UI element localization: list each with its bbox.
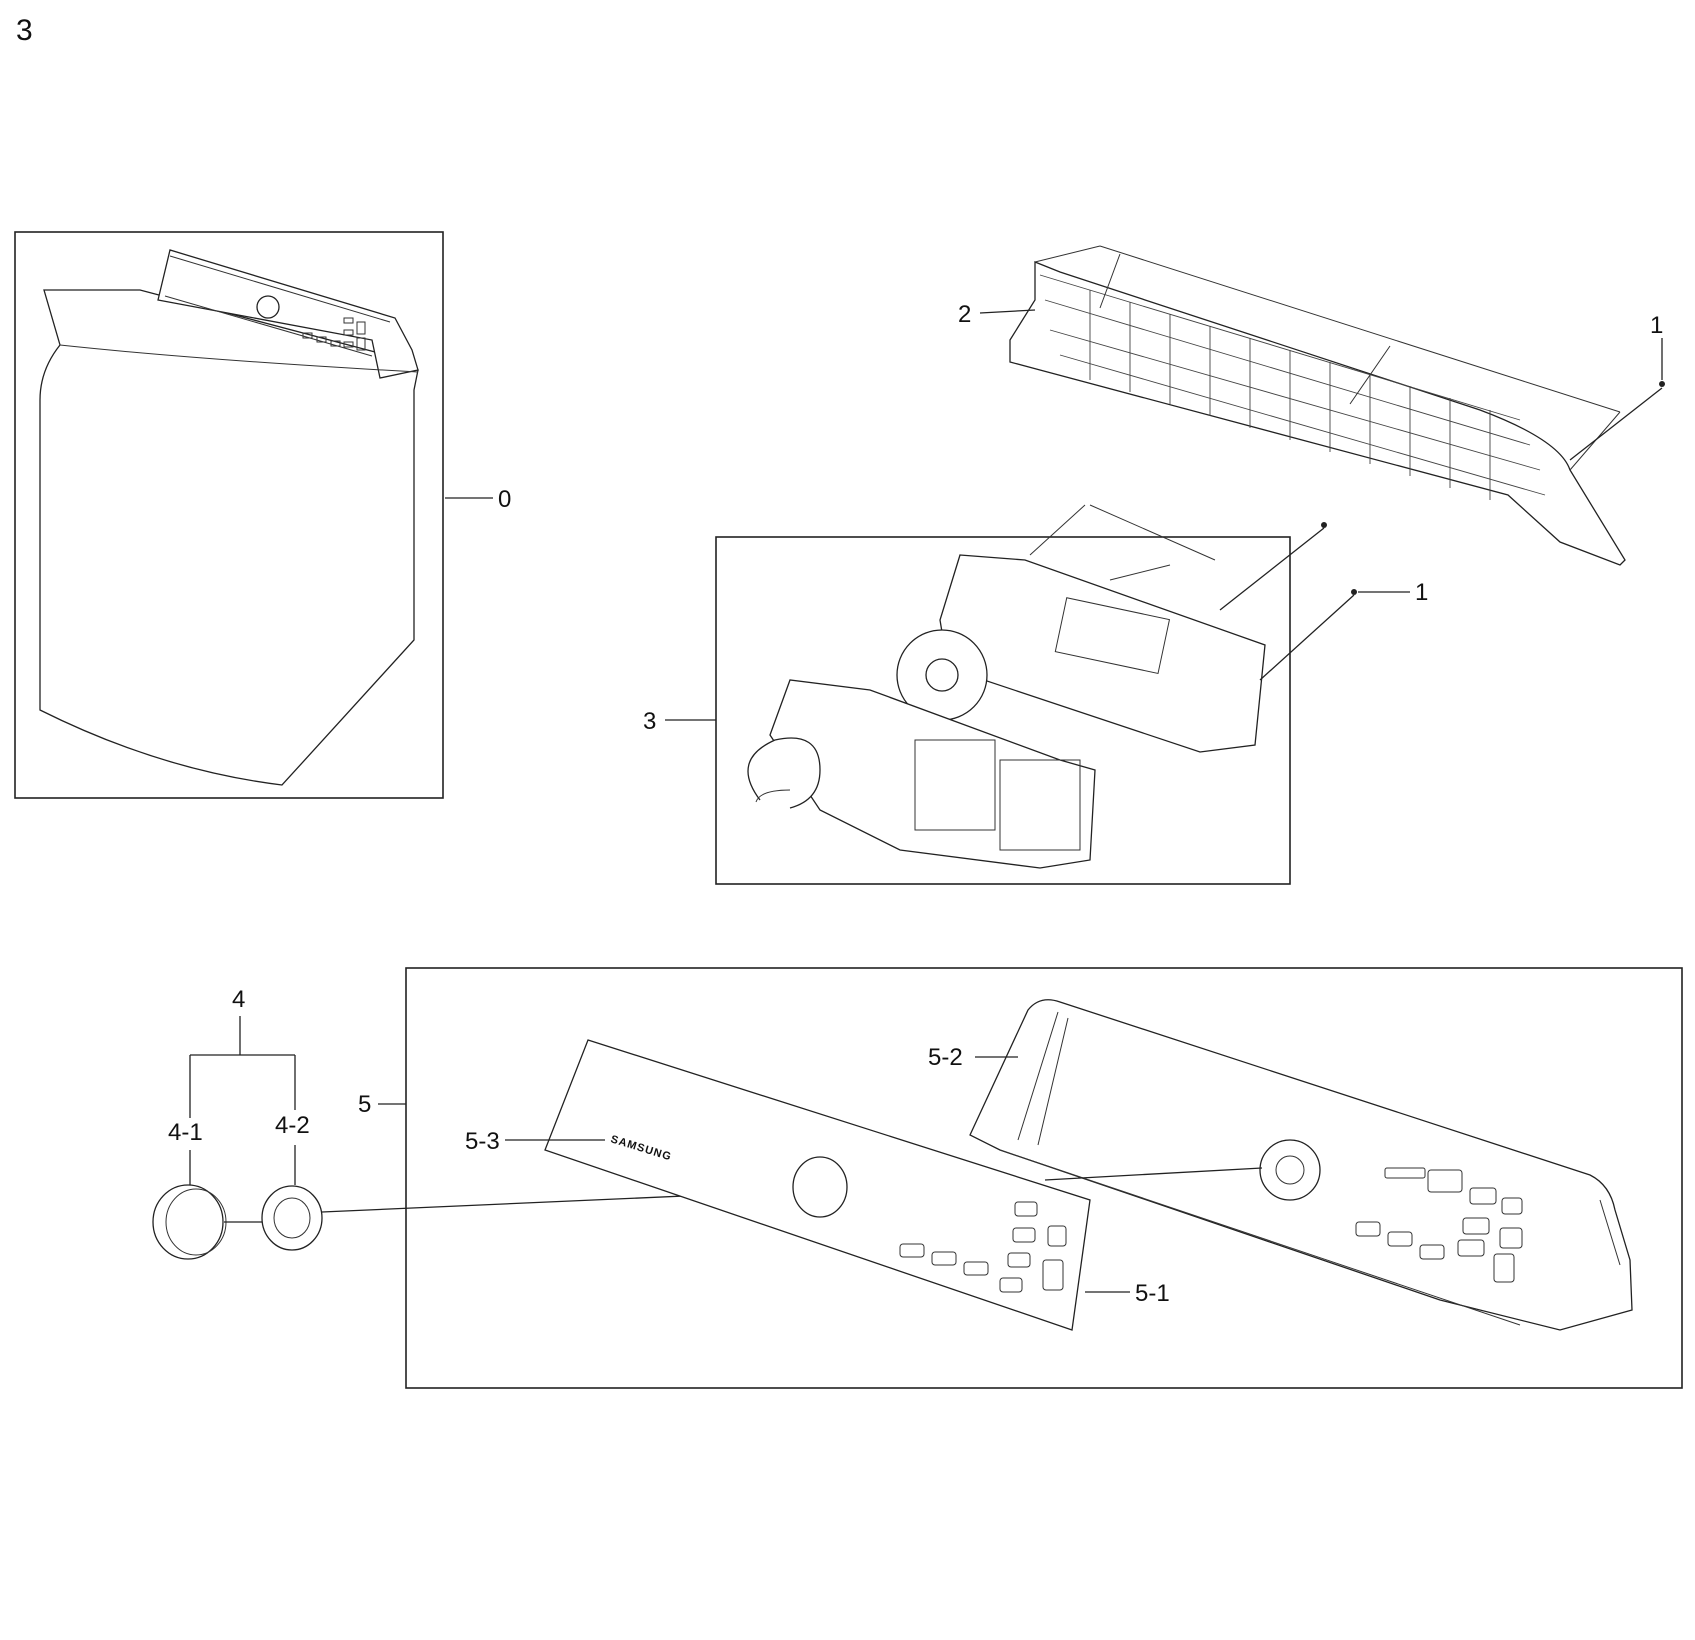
housing-dial-center bbox=[1275, 1155, 1305, 1185]
knob-cap bbox=[152, 1184, 224, 1260]
panel-assembly-line bbox=[1044, 1167, 1263, 1181]
callout-1-mid: 1 bbox=[1415, 579, 1428, 606]
knob-body bbox=[261, 1185, 323, 1251]
pcb-display-window bbox=[1054, 597, 1171, 675]
housing-edges bbox=[1017, 1011, 1621, 1266]
pcb-led-ring bbox=[747, 737, 821, 809]
pcb-led-ring-inner bbox=[755, 789, 791, 803]
part-1-top-group: 1 bbox=[1569, 312, 1665, 461]
housing-dial bbox=[1259, 1139, 1321, 1201]
pcb-dial-hub bbox=[925, 658, 959, 692]
part-3-group: 3 bbox=[643, 504, 1291, 885]
part-5-2-housing bbox=[969, 999, 1633, 1331]
overlay-buttons bbox=[899, 1201, 1067, 1293]
frame-ribs bbox=[1089, 290, 1491, 500]
pcb-relay-block-a bbox=[914, 739, 996, 831]
callout-4: 4 bbox=[232, 986, 245, 1013]
pcb-bracket-lines bbox=[1029, 504, 1216, 581]
screw-1-top-path bbox=[1569, 387, 1663, 461]
part-5-frame bbox=[405, 967, 1683, 1389]
housing-buttons bbox=[1355, 1167, 1523, 1283]
callout-0: 0 bbox=[498, 486, 511, 513]
pcb-main-board bbox=[939, 554, 1266, 753]
part-5-1-overlay bbox=[544, 1039, 1091, 1331]
part-0-group: 0 bbox=[14, 231, 511, 799]
screw-1-mid-a bbox=[1321, 522, 1327, 528]
knob-body-inner bbox=[273, 1197, 311, 1239]
screw-1-mid-a-path bbox=[1219, 527, 1325, 611]
callout-3: 3 bbox=[643, 708, 656, 735]
pcb-lower-board bbox=[769, 679, 1096, 869]
callout-4-1: 4-1 bbox=[168, 1119, 203, 1146]
callout-5-1: 5-1 bbox=[1135, 1280, 1170, 1307]
screw-1-mid-b bbox=[1351, 589, 1357, 595]
leader-4-bracket bbox=[189, 1016, 296, 1118]
console-frame-illustration bbox=[1009, 245, 1626, 566]
callout-4-2: 4-2 bbox=[275, 1112, 310, 1139]
part-4-group: 4 4-1 4-2 bbox=[152, 986, 821, 1260]
part-5-group: 5 5-1 SAMSUNG 5-3 bbox=[358, 967, 1683, 1389]
part-2-group: 2 bbox=[958, 245, 1626, 566]
pcb-relay-block-b bbox=[999, 759, 1081, 851]
callout-5-3: 5-3 bbox=[465, 1128, 500, 1155]
callout-5: 5 bbox=[358, 1091, 371, 1118]
cabinet-body bbox=[39, 289, 419, 786]
part-1-mid-group: 1 bbox=[1219, 522, 1428, 681]
page-number: 3 bbox=[16, 14, 33, 47]
cabinet-top-edge bbox=[59, 344, 419, 373]
screw-1-top-head bbox=[1659, 381, 1665, 387]
overlay-knob-hole bbox=[792, 1156, 848, 1218]
callout-2: 2 bbox=[958, 301, 971, 328]
leader-2 bbox=[979, 309, 1036, 314]
screw-1-mid-b-path bbox=[1259, 594, 1355, 681]
console-knob bbox=[256, 295, 280, 319]
callout-5-2: 5-2 bbox=[928, 1044, 963, 1071]
console-buttons bbox=[302, 317, 366, 351]
pcb-assembly-illustration bbox=[747, 504, 1266, 869]
frame-outline bbox=[1009, 261, 1626, 566]
cabinet-console bbox=[157, 249, 419, 379]
part-3-frame bbox=[715, 536, 1291, 885]
frame-struts bbox=[1099, 253, 1391, 405]
washer-cabinet-illustration bbox=[39, 249, 419, 786]
housing-bottom-edge bbox=[999, 1149, 1521, 1326]
part-0-frame bbox=[14, 231, 444, 799]
frame-rails bbox=[1039, 274, 1546, 496]
callout-1-top: 1 bbox=[1650, 312, 1663, 339]
